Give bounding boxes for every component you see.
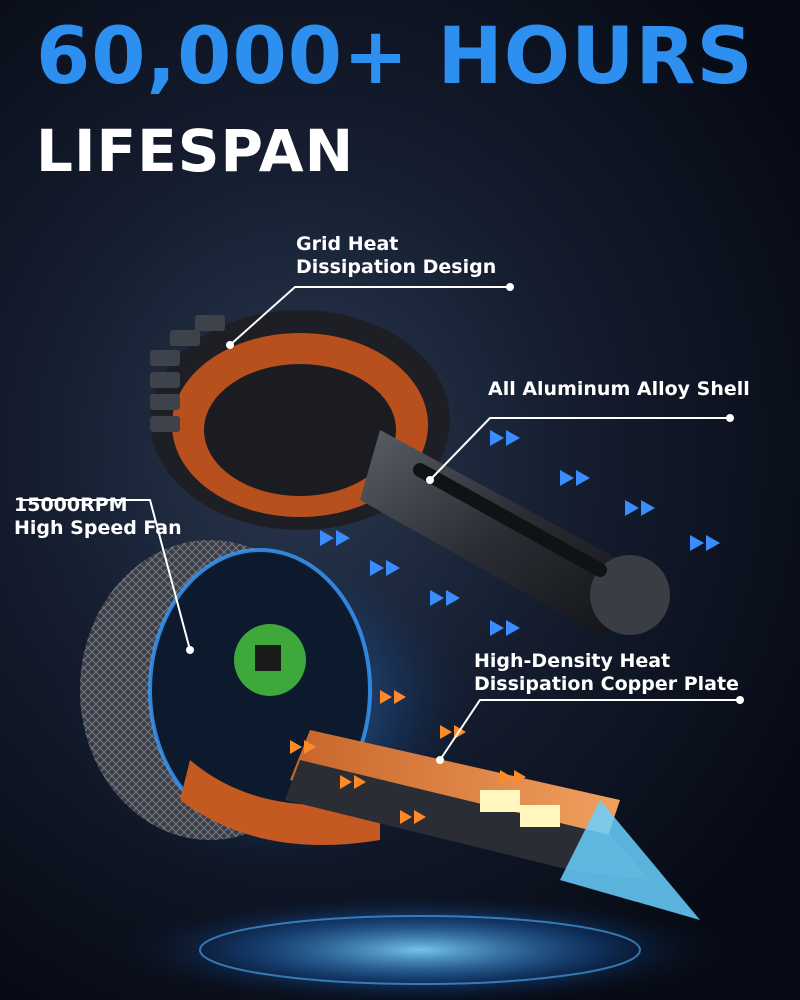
floor-ring (199, 915, 641, 985)
callout-copper-plate-line2: Dissipation Copper Plate (474, 673, 739, 695)
headline-hours: 60,000+ HOURS (36, 12, 754, 102)
heat-arrows (290, 690, 526, 824)
callout-fan-line2: High Speed Fan (14, 517, 182, 539)
callout-leaders (20, 286, 740, 761)
callout-dots (186, 283, 744, 764)
floor-glow (120, 895, 720, 1000)
headline-lifespan: LIFESPAN (36, 117, 355, 185)
callout-aluminum-shell: All Aluminum Alloy Shell (488, 378, 750, 401)
callout-grid-heat-line1: Grid Heat (296, 233, 399, 255)
upper-bulb (150, 310, 670, 635)
callout-grid-heat: Grid Heat Dissipation Design (296, 233, 496, 279)
callout-copper-plate: High-Density Heat Dissipation Copper Pla… (474, 650, 739, 696)
callout-aluminum-shell-line1: All Aluminum Alloy Shell (488, 378, 750, 400)
callout-fan-line1: 15000RPM (14, 494, 128, 516)
callout-grid-heat-line2: Dissipation Design (296, 256, 497, 278)
callout-fan: 15000RPM High Speed Fan (14, 494, 182, 540)
callout-copper-plate-line1: High-Density Heat (474, 650, 671, 672)
airflow-arrows (320, 430, 720, 636)
lower-bulb (60, 540, 700, 920)
